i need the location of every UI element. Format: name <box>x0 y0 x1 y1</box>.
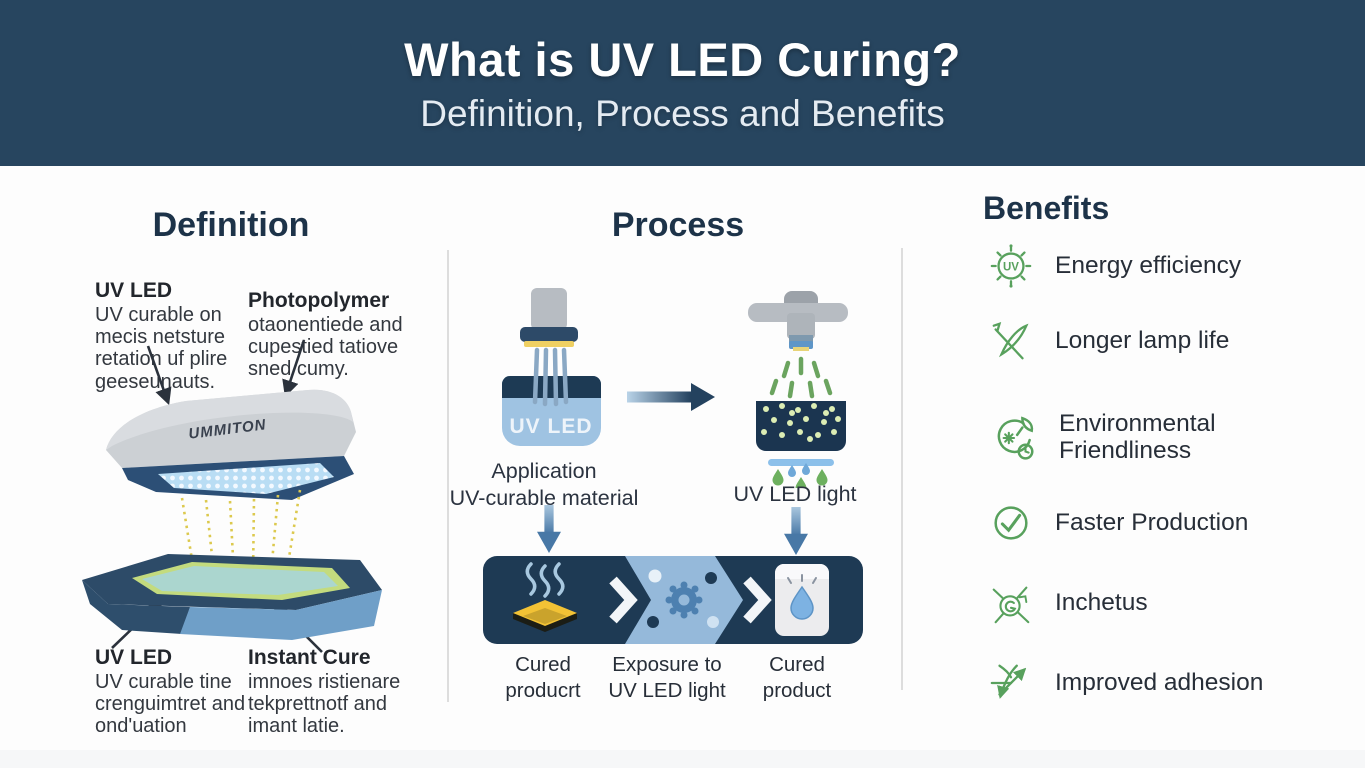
pointer-arrow-top-right-icon <box>282 339 306 398</box>
drip-drops <box>772 463 828 488</box>
annotation-instant-cure: Instant Cure imnoes ristienare tekprettn… <box>248 646 400 738</box>
annotation-uv-led-top: UV LED UV curable on mecis netsture reta… <box>95 279 227 393</box>
application-label: Application UV-curable material <box>449 459 639 510</box>
chevron-icon <box>743 576 772 624</box>
uv-badge-text: UV <box>1003 261 1019 273</box>
eco-leaf-clock-icon <box>997 416 1034 460</box>
crossed-tools-icon <box>992 321 1029 360</box>
header-banner: What is UV LED Curing? Definition, Proce… <box>0 0 1365 166</box>
benefit-label: Environmental Friendliness <box>1059 410 1216 464</box>
uv-beam-lines <box>532 347 569 407</box>
cured-layer-icon <box>513 600 577 632</box>
benefit-item-improved-adhesion: Improved adhesion <box>988 660 1263 706</box>
gear-icon <box>665 581 703 619</box>
crossed-arrows-icon <box>990 664 1027 699</box>
benefits-heading: Benefits <box>983 190 1110 226</box>
benefit-label: Longer lamp life <box>1055 326 1230 354</box>
benefit-item-longer-lamp-life: Longer lamp life <box>988 318 1229 364</box>
definition-heading: Definition <box>152 206 310 244</box>
annotation-text: imnoes ristienare tekprettnotf and imant… <box>248 670 401 738</box>
chevron-icon <box>609 576 638 624</box>
column-divider-right <box>901 248 903 690</box>
annotation-text: UV curable tine crenguimtret and ond'uat… <box>95 670 246 738</box>
led-panel <box>158 463 334 494</box>
benefit-item-energy-efficiency: UV Energy efficiency <box>988 243 1241 289</box>
process-flow-band <box>483 556 863 644</box>
flow-arrow-down-left-icon <box>537 505 561 553</box>
heat-waves-icon <box>525 562 565 598</box>
uv-led-applicator-icon: UV LED <box>502 288 601 446</box>
benefit-item-faster-production: Faster Production <box>988 500 1248 546</box>
base-platform <box>82 554 382 640</box>
uv-light-sprayer-icon <box>748 291 848 488</box>
annotation-title: Instant Cure <box>248 646 371 669</box>
uv-led-light-label: UV LED light <box>733 482 857 506</box>
annotation-title: UV LED <box>95 646 173 669</box>
page-title: What is UV LED Curing? <box>404 32 961 86</box>
benefit-label: Improved adhesion <box>1055 668 1264 696</box>
particle-dots <box>761 403 841 442</box>
annotation-photopolymer: Photopolymer otaonentiede and cupestied … <box>248 289 403 381</box>
bottom-strip <box>0 750 1365 768</box>
check-circle-icon <box>994 506 1028 540</box>
particle-dots <box>647 569 719 628</box>
step-label-exposure: Exposure to UV LED light <box>608 653 726 703</box>
page-subtitle: Definition, Process and Benefits <box>420 92 945 134</box>
step-label-cured-product-2: Cured product <box>762 653 832 703</box>
flow-arrow-right-icon <box>627 383 715 411</box>
pointer-arrow-top-left-icon <box>146 345 172 406</box>
benefit-label: Faster Production <box>1055 508 1249 536</box>
uv-badge-icon: UV <box>990 244 1032 288</box>
annotation-uv-led-bottom: UV LED UV curable tine crenguimtret and … <box>95 646 245 738</box>
process-heading: Process <box>611 206 745 244</box>
flow-arrow-down-right-icon <box>784 507 808 555</box>
droplet-icon <box>790 585 814 620</box>
uv-led-container-label: UV LED <box>509 415 592 438</box>
uv-curing-device-illustration: UMMITON <box>82 339 382 653</box>
benefit-item-environmental-friendliness: Environmental Friendliness <box>988 410 1216 465</box>
spray-lines <box>769 356 833 399</box>
benefit-label: Inchetus <box>1055 588 1148 616</box>
benefit-item-inchetus: Inchetus <box>988 580 1148 626</box>
annotation-text: otaonentiede and cupestied tatiove sned … <box>248 313 403 381</box>
crossed-lines-lens-icon <box>992 586 1030 624</box>
annotation-text: UV curable on mecis netsture retation uf… <box>95 303 228 393</box>
annotation-title: Photopolymer <box>248 289 390 312</box>
lamp-head: UMMITON <box>106 389 356 500</box>
benefit-label: Energy efficiency <box>1055 251 1242 279</box>
cured-product-card <box>775 564 829 636</box>
column-divider-left <box>447 250 449 702</box>
step-label-cured-product-1: Cured producrt <box>505 653 581 703</box>
annotation-title: UV LED <box>95 279 173 302</box>
